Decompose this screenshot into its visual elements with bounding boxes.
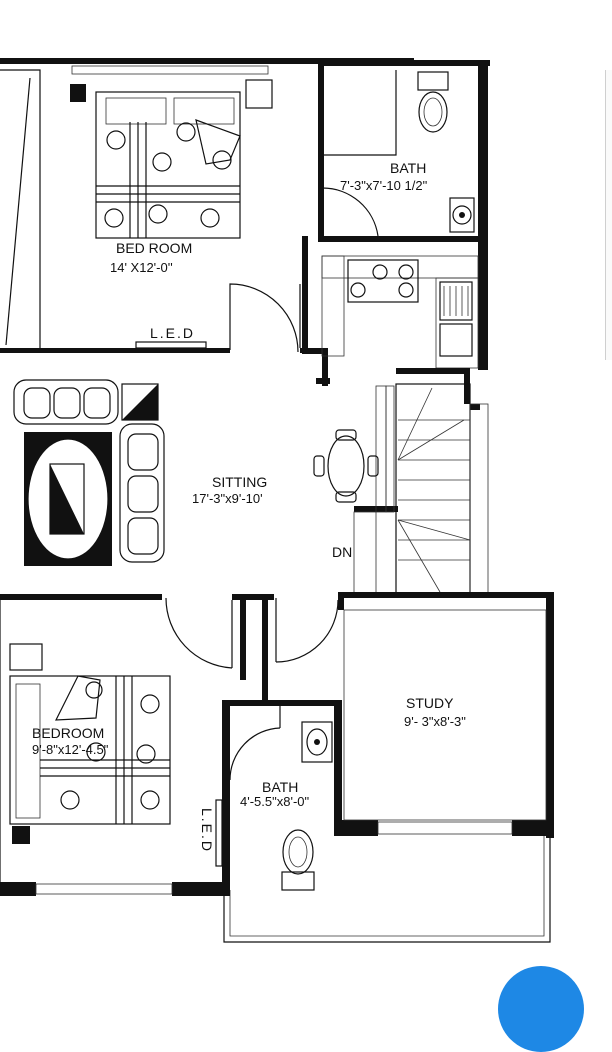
room-name-bedroom-top: BED ROOM bbox=[116, 240, 192, 256]
nightstand-bottom bbox=[9, 643, 43, 844]
bed-top bbox=[95, 91, 241, 239]
cooktop bbox=[347, 259, 419, 303]
grape-pattern-top bbox=[104, 122, 232, 228]
bed-bottom bbox=[9, 675, 171, 825]
room-size-sitting: 17'-3"x9'-10' bbox=[192, 491, 263, 506]
led-bottom bbox=[215, 799, 223, 867]
wc-bottom bbox=[281, 829, 315, 891]
led-label-bottom: L.E.D bbox=[199, 808, 215, 853]
sofa-top bbox=[13, 379, 119, 425]
room-name-bath-bottom: BATH bbox=[262, 779, 298, 795]
side-table bbox=[121, 383, 159, 421]
scrollbar-edge[interactable] bbox=[605, 70, 612, 360]
nightstand-top bbox=[70, 79, 273, 109]
staircase bbox=[397, 387, 471, 593]
stair-down-label: DN bbox=[332, 544, 352, 560]
room-size-bath-top: 7'-3"x7'-10 1/2" bbox=[340, 178, 428, 193]
doors bbox=[165, 187, 379, 781]
basin-top bbox=[449, 197, 475, 233]
rug bbox=[24, 432, 112, 566]
room-size-bedroom-bottom: 9'-8"x12'-4.5" bbox=[32, 742, 109, 757]
led-top bbox=[135, 341, 207, 349]
room-name-bath-top: BATH bbox=[390, 160, 426, 176]
dining-table bbox=[313, 429, 379, 503]
room-size-bath-bottom: 4'-5.5"x8'-0" bbox=[240, 794, 309, 809]
room-name-sitting: SITTING bbox=[212, 474, 267, 490]
room-size-bedroom-top: 14' X12'-0'' bbox=[110, 260, 173, 275]
room-size-study: 9'- 3"x8'-3" bbox=[404, 714, 466, 729]
sofa-side bbox=[119, 423, 165, 563]
basin-bottom bbox=[301, 721, 333, 763]
floor-plan: BED ROOM 14' X12'-0'' BATH 7'-3"x7'-10 1… bbox=[0, 58, 554, 943]
led-label-top: L.E.D bbox=[150, 325, 195, 341]
room-name-bedroom-bottom: BEDROOM bbox=[32, 725, 104, 741]
walls bbox=[0, 58, 554, 943]
sink-kitchen bbox=[439, 281, 473, 357]
room-name-study: STUDY bbox=[406, 695, 454, 711]
wc-top bbox=[417, 71, 449, 133]
floating-action-button[interactable] bbox=[498, 966, 584, 1052]
